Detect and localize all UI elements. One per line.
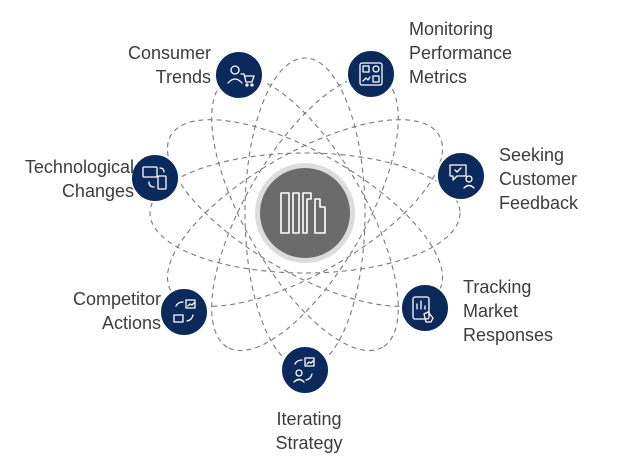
label-iterating-strategy: Iterating Strategy bbox=[275, 409, 343, 453]
node-monitoring-metrics[interactable] bbox=[346, 49, 396, 99]
orbit-ellipse bbox=[149, 152, 461, 274]
node-customer-feedback[interactable] bbox=[436, 151, 486, 201]
hub-circle bbox=[260, 168, 350, 258]
label-competitor-actions: Competitor Actions bbox=[72, 289, 161, 333]
label-technological-changes: Technological Changes bbox=[24, 157, 134, 201]
abstract-building-icon bbox=[280, 192, 326, 234]
node-consumer-trends[interactable] bbox=[214, 50, 264, 100]
dashboard-metrics-icon bbox=[359, 62, 383, 86]
node-iterating-strategy[interactable] bbox=[280, 345, 330, 395]
node-market-responses[interactable] bbox=[400, 283, 450, 333]
label-monitoring-metrics: Monitoring Performance Metrics bbox=[409, 19, 513, 87]
feedback-chat-icon bbox=[449, 164, 475, 189]
orbit-ellipse bbox=[166, 119, 444, 307]
device-sync-icon bbox=[142, 166, 167, 190]
label-market-responses: Tracking Market Responses bbox=[463, 277, 554, 345]
label-consumer-trends: Consumer Trends bbox=[127, 43, 211, 87]
hub bbox=[255, 163, 355, 263]
competitor-exchange-icon bbox=[173, 299, 196, 323]
shopper-cart-icon bbox=[227, 65, 255, 87]
iteration-cycle-icon bbox=[293, 357, 315, 383]
node-technological-changes[interactable] bbox=[130, 153, 180, 203]
label-customer-feedback: Seeking Customer Feedback bbox=[499, 145, 579, 213]
node-competitor-actions[interactable] bbox=[159, 287, 209, 337]
touch-chart-icon bbox=[412, 296, 434, 323]
